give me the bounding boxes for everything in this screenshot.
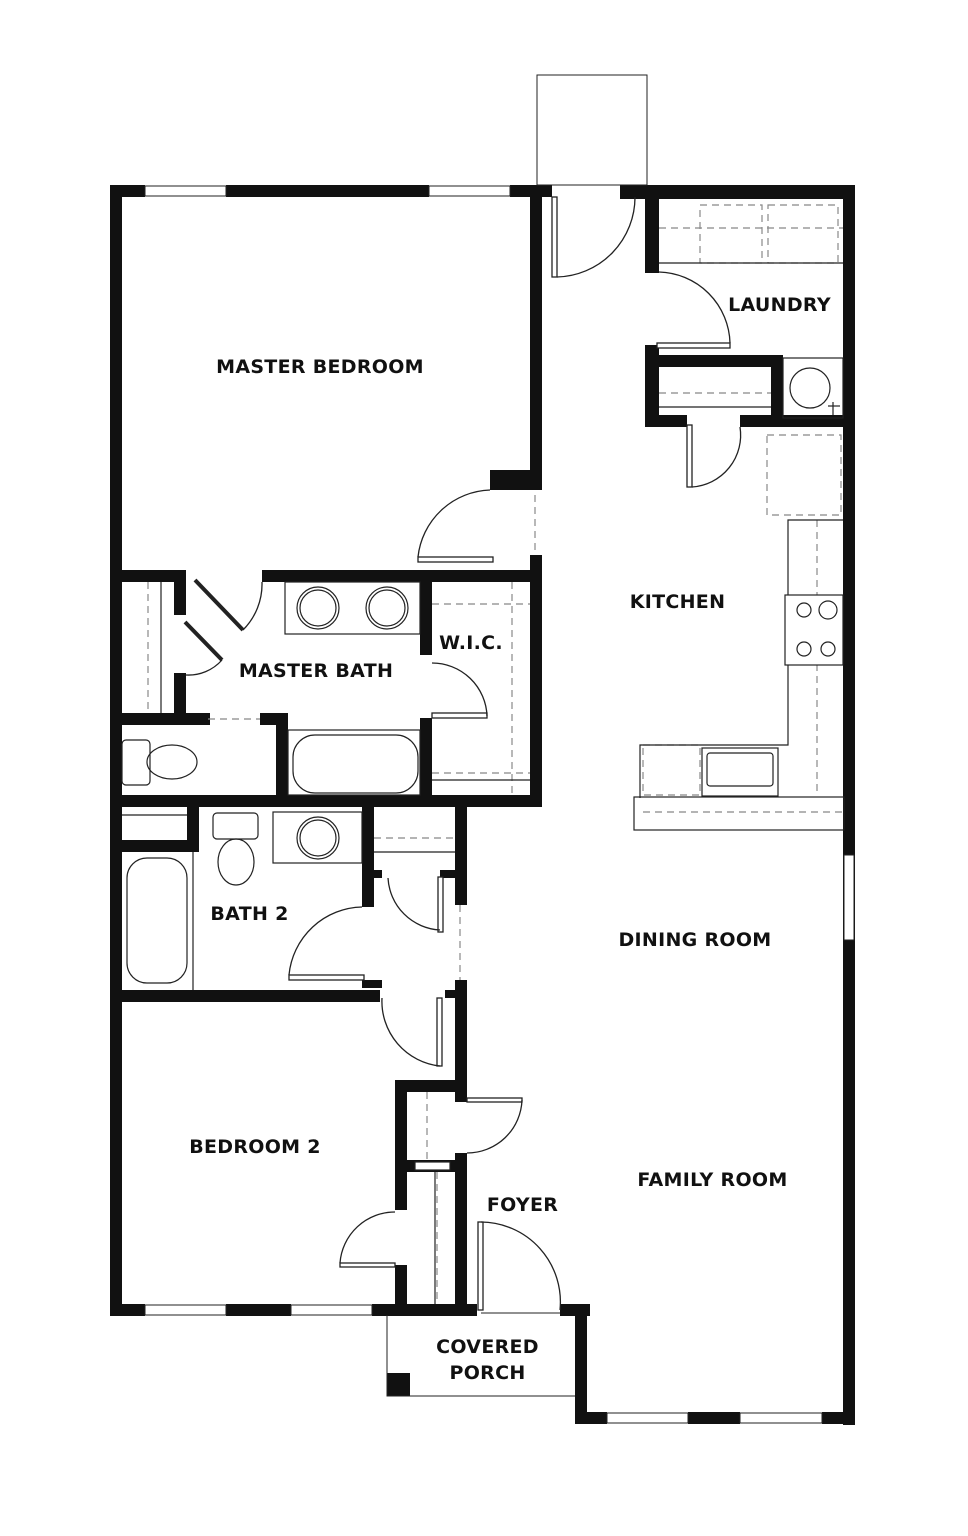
room-label-family-room: FAMILY ROOM [637,1169,788,1191]
room-label-bedroom-2: BEDROOM 2 [189,1136,321,1158]
room-label-master-bedroom: MASTER BEDROOM [216,356,424,378]
room-label-laundry: LAUNDRY [728,294,831,316]
porch-label-line1: COVERED [436,1336,539,1358]
room-label-kitchen: KITCHEN [629,591,726,613]
water-heater-icon [789,367,831,409]
room-label-foyer: FOYER [486,1194,559,1216]
room-label-master-bath: MASTER BATH [238,660,394,682]
room-label-bath-2: BATH 2 [210,903,289,925]
porch-label-line2: PORCH [449,1362,526,1384]
room-label-wic: W.I.C. [439,632,503,654]
room-label-dining-room: DINING ROOM [618,929,772,951]
room-label-covered-porch: COVERED PORCH [425,1334,550,1386]
